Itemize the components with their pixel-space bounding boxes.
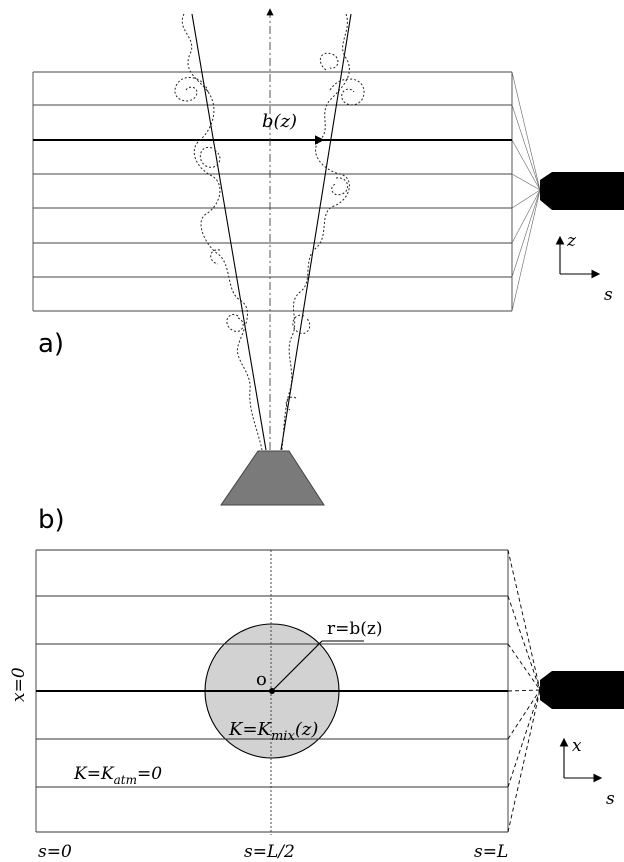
panel-b-axis-s: s xyxy=(606,789,615,809)
plume-edges xyxy=(191,13,352,451)
panel-a-fan xyxy=(511,71,541,312)
turbulent-eddies xyxy=(174,13,365,451)
panel-a-axis-z: z xyxy=(566,231,577,251)
panel-b-label: b) xyxy=(38,505,65,535)
panel-a-axis-s: s xyxy=(604,285,613,305)
katm-label: K=Katm=0 xyxy=(73,764,162,787)
volcano xyxy=(220,450,325,506)
camera-icon xyxy=(540,172,624,210)
x0-label: x=0 xyxy=(9,667,29,702)
panel-a: b(z) z s a) xyxy=(32,8,624,506)
panel-a-axes xyxy=(555,235,601,279)
radius-label: r=b(z) xyxy=(327,619,382,639)
smid-label: s=L/2 xyxy=(244,842,295,862)
s0-label: s=0 xyxy=(38,842,72,862)
panel-b-axes xyxy=(559,737,603,783)
origin-label: o xyxy=(256,669,267,690)
origin-dot xyxy=(269,688,275,694)
panel-b-fan xyxy=(507,549,541,833)
panel-b: b) r=b(z) o xyxy=(9,505,624,862)
panel-b-axis-x: x xyxy=(572,736,582,756)
camera-icon xyxy=(540,671,624,709)
panel-a-rays xyxy=(32,71,513,312)
radius-line xyxy=(271,640,323,692)
bz-label: b(z) xyxy=(262,111,297,132)
sL-label: s=L xyxy=(474,842,508,862)
panel-a-label: a) xyxy=(38,329,64,359)
kmix-label: K=Kmix(z) xyxy=(228,719,318,744)
